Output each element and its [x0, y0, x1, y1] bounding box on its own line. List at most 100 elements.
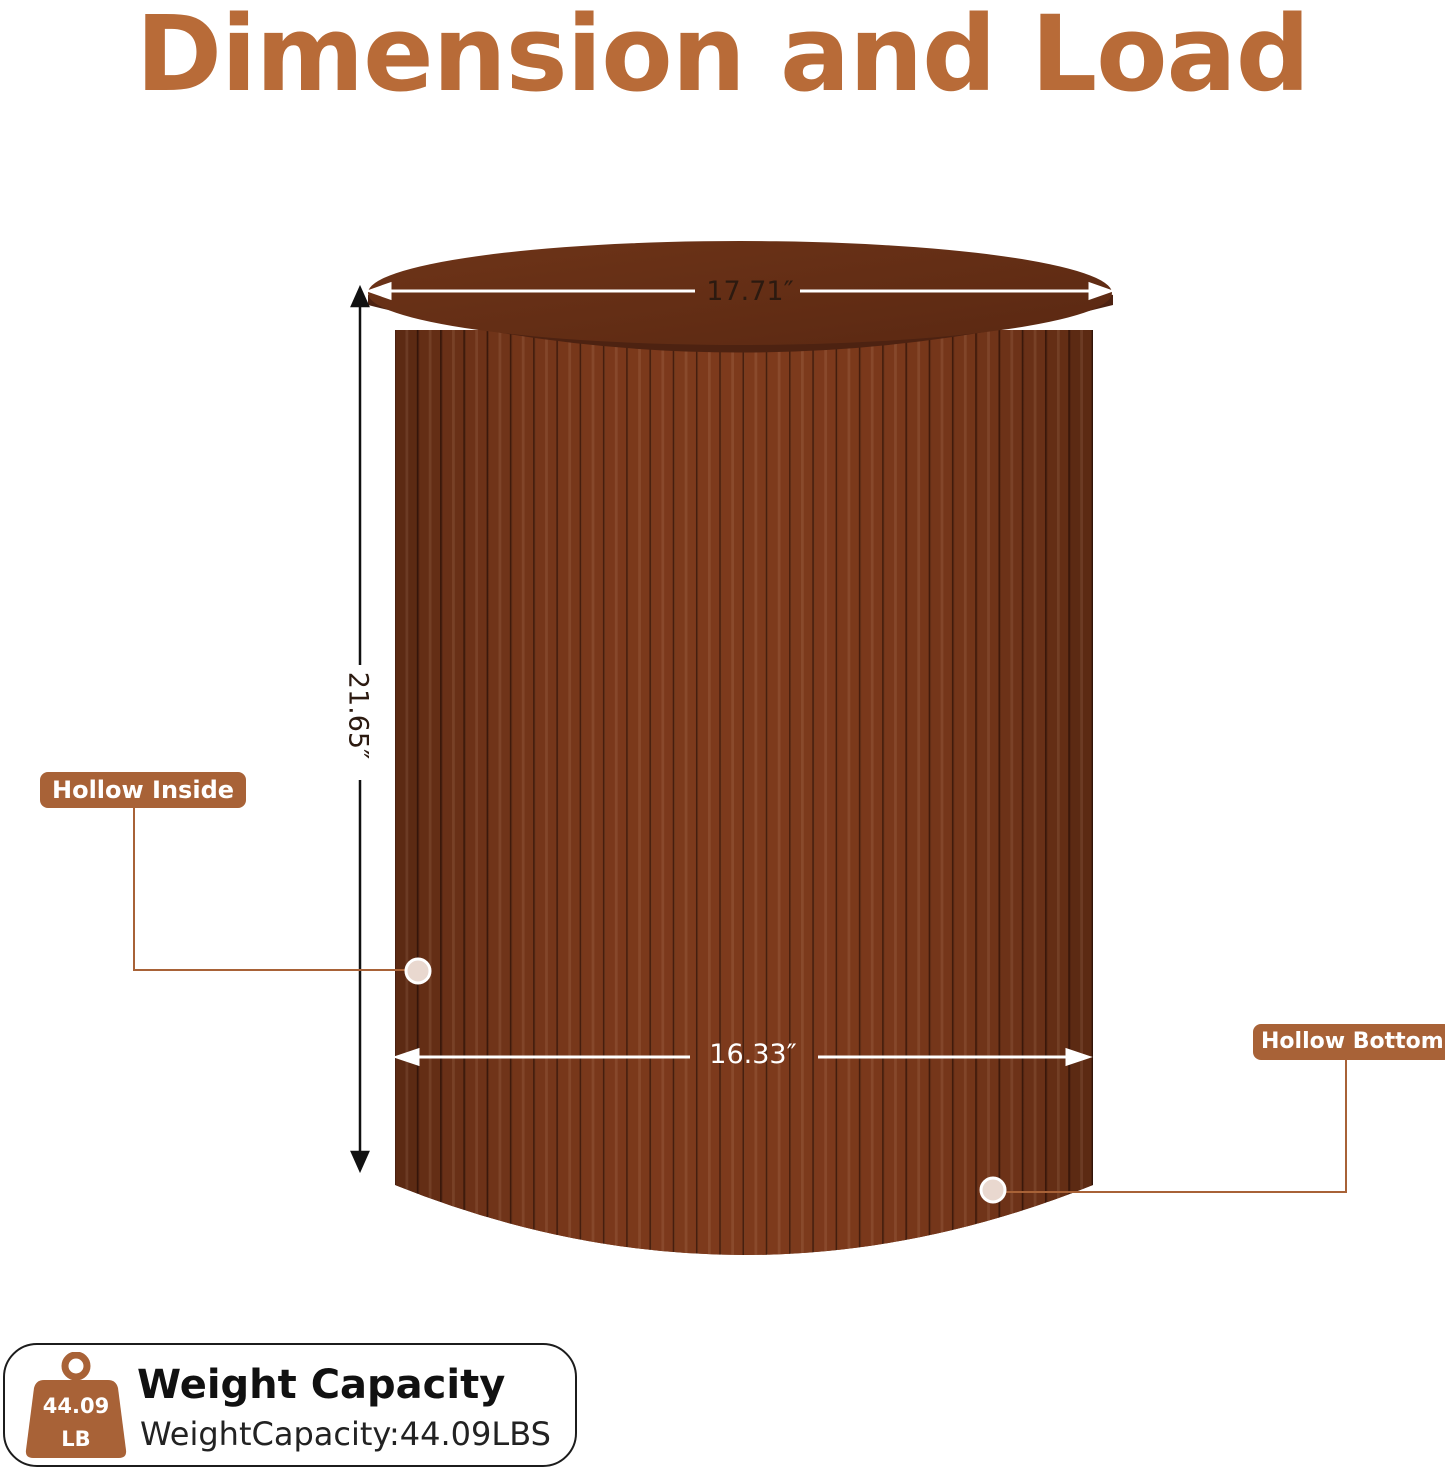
flute-groove — [835, 330, 838, 1255]
flute-groove — [463, 330, 465, 1255]
flute — [605, 330, 627, 1255]
flute-highlight — [568, 330, 572, 1255]
flute — [558, 330, 581, 1255]
flute — [1024, 330, 1046, 1255]
bottom-diameter-label: 16.33″ — [709, 1039, 797, 1070]
flute-groove — [440, 330, 442, 1255]
flute-highlight — [847, 330, 851, 1255]
flute — [791, 330, 813, 1255]
bottom-dimension-arrow — [392, 1047, 1093, 1067]
flute-groove — [649, 330, 651, 1255]
flute — [1047, 330, 1069, 1255]
flute — [512, 330, 534, 1255]
flute — [698, 330, 720, 1255]
flute-groove — [533, 330, 535, 1255]
flute-groove — [672, 330, 675, 1255]
flute-groove — [1044, 330, 1047, 1255]
flute-groove — [765, 330, 768, 1255]
flute-groove — [579, 330, 582, 1255]
flute — [396, 330, 418, 1255]
table-flutes — [396, 330, 1093, 1255]
flute-groove — [695, 330, 698, 1255]
flute-groove — [812, 330, 814, 1255]
flute-highlight — [452, 330, 455, 1255]
flute-groove — [882, 330, 884, 1255]
weight-capacity-heading: Weight Capacity — [137, 1362, 506, 1408]
flute-highlight — [940, 330, 944, 1255]
flute — [721, 330, 744, 1255]
flute — [954, 330, 976, 1255]
flute-groove — [742, 330, 744, 1255]
flute-highlight — [801, 330, 804, 1255]
flute-highlight — [591, 330, 595, 1255]
flute-highlight — [894, 330, 897, 1255]
top-dimension-arrow — [365, 281, 1115, 301]
weight-icon-unit: LB — [61, 1427, 91, 1451]
flute-highlight — [824, 330, 828, 1255]
flute — [1000, 330, 1023, 1255]
hollow-bottom-tag: Hollow Bottom — [1253, 1024, 1445, 1060]
flute — [977, 330, 999, 1255]
flute-highlight — [661, 330, 665, 1255]
weight-icon — [25, 1352, 127, 1458]
flute-highlight — [1033, 330, 1037, 1255]
flute-groove — [1021, 330, 1024, 1255]
flute — [675, 330, 697, 1255]
page-title: Dimension and Load — [135, 0, 1310, 115]
flute-highlight — [963, 330, 967, 1255]
flute-highlight — [707, 330, 711, 1255]
flute — [651, 330, 674, 1255]
callout-dot-bottom — [979, 1176, 1007, 1204]
flute-highlight — [987, 330, 990, 1255]
flute-groove — [905, 330, 907, 1255]
flute — [465, 330, 488, 1255]
flute — [814, 330, 837, 1255]
flute-highlight — [684, 330, 688, 1255]
flute-highlight — [521, 330, 525, 1255]
flute-groove — [602, 330, 605, 1255]
top-diameter-label: 17.71″ — [706, 276, 794, 307]
height-label: 21.65″ — [342, 671, 374, 760]
flute-groove — [858, 330, 861, 1255]
flute — [442, 330, 464, 1255]
callout-dot-inside — [404, 957, 432, 985]
flute-groove — [928, 330, 931, 1255]
flute-highlight — [498, 330, 502, 1255]
flute-highlight — [405, 330, 409, 1255]
flute-highlight — [731, 330, 734, 1255]
flute — [861, 330, 883, 1255]
flute-groove — [951, 330, 954, 1255]
flute — [931, 330, 953, 1255]
flute-highlight — [754, 330, 758, 1255]
flute-groove — [626, 330, 628, 1255]
flute-highlight — [1056, 330, 1060, 1255]
flute-highlight — [545, 330, 548, 1255]
flute-groove — [1068, 330, 1070, 1255]
flute — [745, 330, 767, 1255]
flute-highlight — [428, 330, 432, 1255]
flute-groove — [998, 330, 1000, 1255]
hollow-bottom-connector — [1003, 1060, 1347, 1193]
flute-highlight — [614, 330, 618, 1255]
flute-highlight — [1010, 330, 1014, 1255]
flute-groove — [1091, 330, 1093, 1255]
weight-capacity-detail: WeightCapacity:44.09LBS — [140, 1415, 551, 1453]
flute-highlight — [870, 330, 874, 1255]
flute — [489, 330, 511, 1255]
flute-highlight — [917, 330, 921, 1255]
flute-groove — [789, 330, 791, 1255]
flute — [907, 330, 930, 1255]
flute — [419, 330, 441, 1255]
hollow-inside-connector — [133, 808, 405, 971]
flute — [1070, 330, 1092, 1255]
hollow-inside-tag: Hollow Inside — [40, 772, 247, 808]
table-top — [368, 241, 1113, 353]
flute-highlight — [638, 330, 641, 1255]
flute-groove — [975, 330, 977, 1255]
flute — [582, 330, 604, 1255]
flute — [884, 330, 906, 1255]
flute-groove — [719, 330, 721, 1255]
flute — [768, 330, 790, 1255]
flute-highlight — [1080, 330, 1083, 1255]
